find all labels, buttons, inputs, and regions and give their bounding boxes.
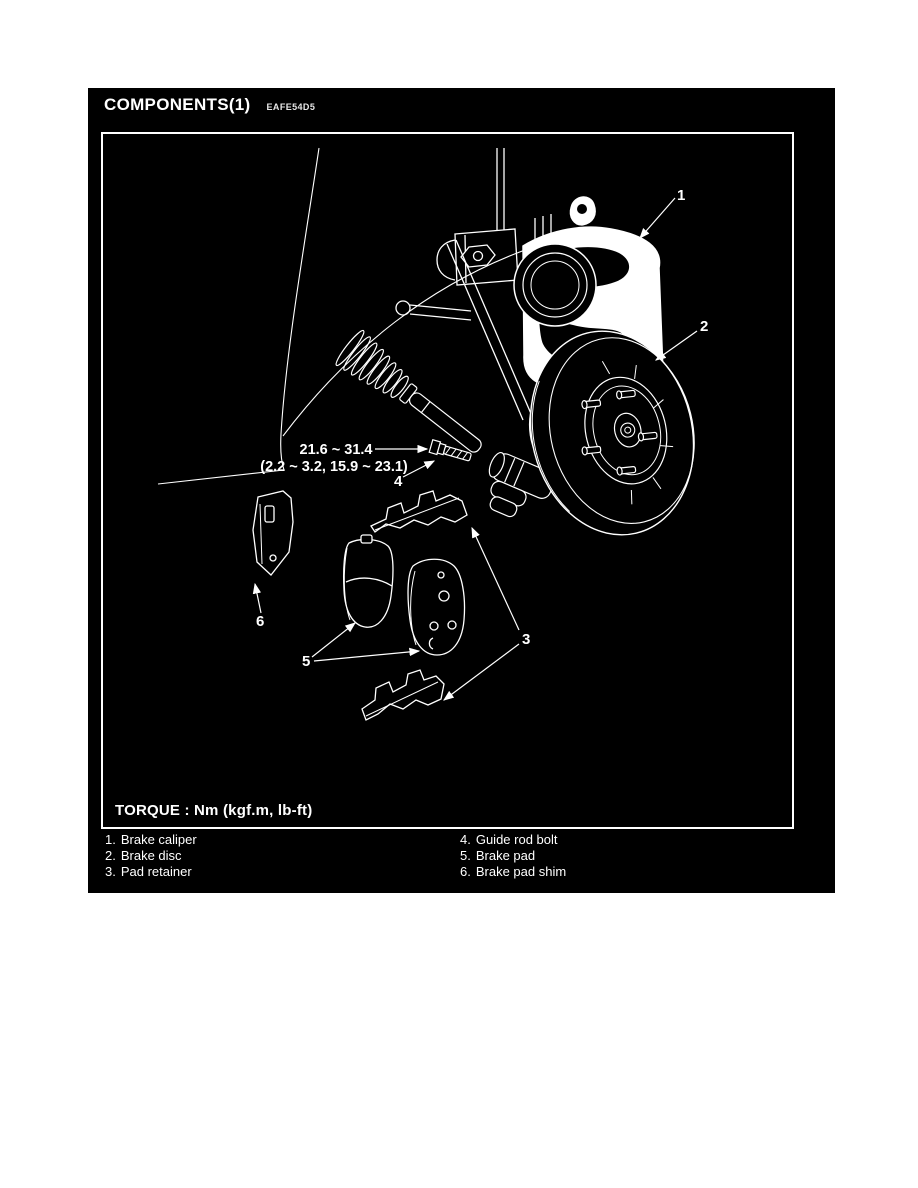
- callout-6: 6: [256, 613, 264, 630]
- callout-1: 1: [677, 187, 685, 204]
- legend-item-label: Brake pad shim: [475, 864, 567, 879]
- legend-item-number: 6.: [460, 864, 471, 879]
- legend-item-brake-pad-shim: 6. Brake pad shim: [460, 864, 566, 880]
- legend-item-label: Brake disc: [120, 848, 182, 863]
- legend-item-number: 2.: [105, 848, 116, 863]
- wheel-arch-outline: [157, 147, 526, 485]
- diagram-frame: 1 2 3 4 5 6 21.6 ~ 31.4 (2.2 ~ 3.2, 15.9…: [101, 132, 794, 829]
- exploded-brake-pad-left: [343, 534, 394, 628]
- exploded-shim: [252, 490, 294, 576]
- callout-4: 4: [394, 473, 403, 490]
- callout-3: 3: [522, 631, 530, 648]
- legend-column-left: 1. Brake caliper 2. Brake disc 3. Pad retai…: [105, 832, 197, 880]
- brake-disc-art: [529, 330, 695, 536]
- legend-item-label: Guide rod bolt: [475, 832, 558, 847]
- legend-item-number: 5.: [460, 848, 471, 863]
- legend-item-number: 1.: [105, 832, 116, 847]
- page-title: COMPONENTS(1): [104, 95, 251, 114]
- legend-item-guide-rod-bolt: 4. Guide rod bolt: [460, 832, 566, 848]
- legend-item-brake-caliper: 1. Brake caliper: [105, 832, 197, 848]
- exploded-brake-pad-right: [407, 558, 466, 656]
- steering-rack-boot: [335, 329, 482, 453]
- legend-item-pad-retainer: 3. Pad retainer: [105, 864, 197, 880]
- legend-column-right: 4. Guide rod bolt 5. Brake pad 6. Brake pad…: [460, 832, 566, 880]
- legend-item-label: Brake pad: [475, 848, 536, 863]
- callout-2: 2: [700, 318, 708, 335]
- legend-item-brake-disc: 2. Brake disc: [105, 848, 197, 864]
- components-panel: COMPONENTS(1) EAFE54D5: [88, 88, 835, 893]
- section-code: EAFE54D5: [266, 102, 316, 112]
- legend-item-number: 3.: [105, 864, 116, 879]
- torque-units-label: TORQUE : Nm (kgf.m, lb-ft): [115, 802, 313, 819]
- exploded-pad-retainer-bottom: [361, 669, 445, 721]
- callout-leader-lines: [252, 197, 698, 701]
- torque-value-nm: 21.6 ~ 31.4: [300, 442, 373, 458]
- guide-rod-bolt: [428, 439, 472, 462]
- legend-item-label: Pad retainer: [120, 864, 192, 879]
- legend-item-label: Brake caliper: [120, 832, 197, 847]
- exploded-pad-retainer-top: [370, 490, 468, 533]
- legend-item-number: 4.: [460, 832, 471, 847]
- callout-5: 5: [302, 653, 310, 670]
- legend-item-brake-pad: 5. Brake pad: [460, 848, 566, 864]
- torque-value-kgf-lbft: (2.2 ~ 3.2, 15.9 ~ 23.1): [260, 459, 408, 475]
- panel-header: COMPONENTS(1) EAFE54D5: [104, 95, 315, 115]
- brake-assembly-diagram: 1 2 3 4 5 6 21.6 ~ 31.4 (2.2 ~ 3.2, 15.9…: [157, 147, 708, 721]
- tie-rod-end: [488, 451, 556, 518]
